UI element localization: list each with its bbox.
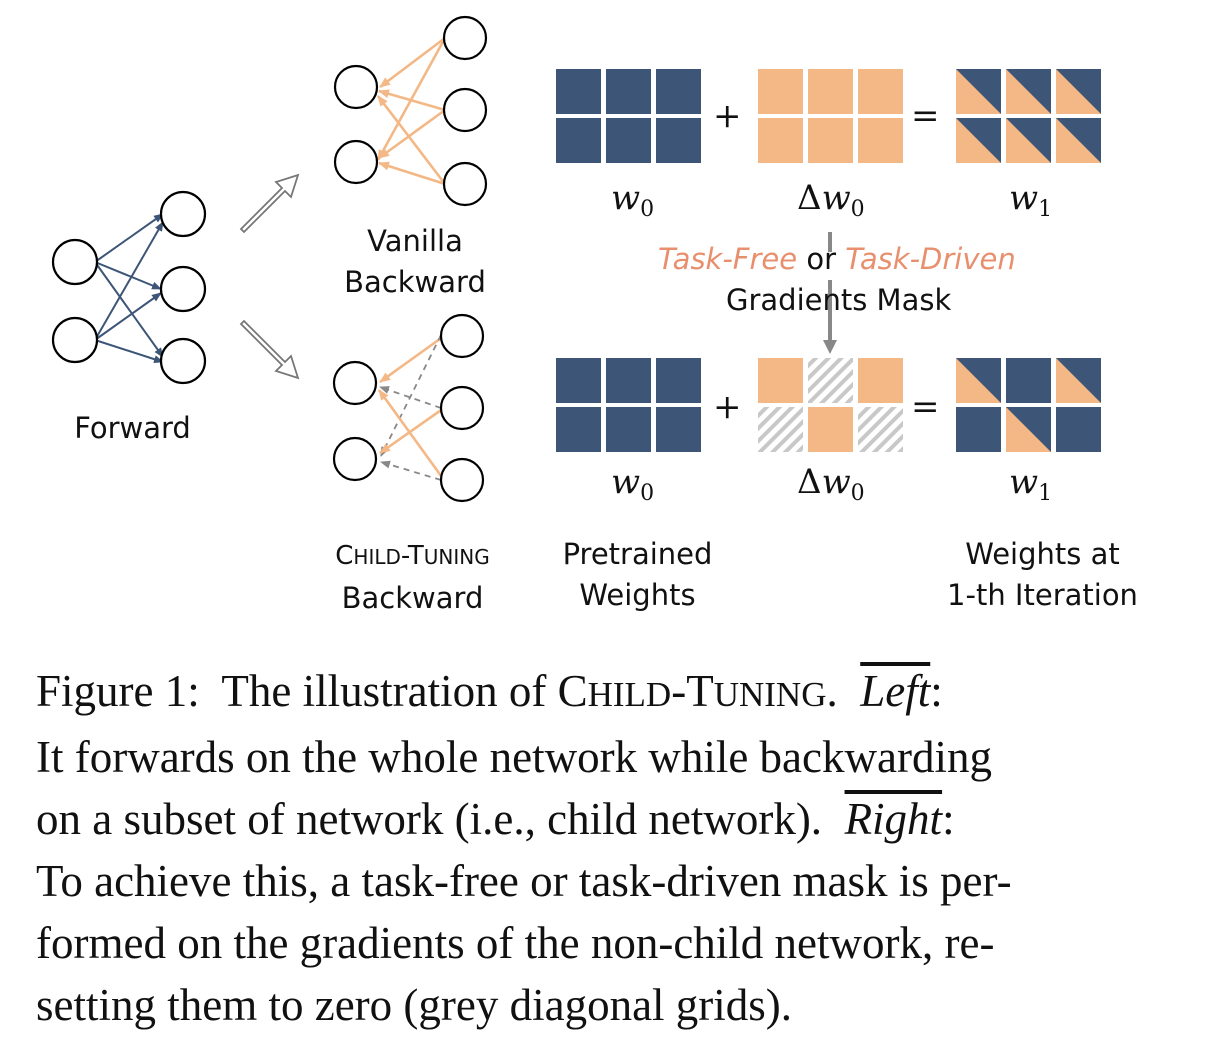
- caption-line-5: formed on the gradients of the non-child…: [36, 918, 995, 968]
- child-node: [332, 436, 378, 482]
- input-node: [51, 238, 99, 286]
- child-tuning-figure: + = + = w0 Δw0 w1 w0 Δw0 w1 Task-Free or…: [51, 15, 1138, 615]
- plus-operator-bottom: +: [713, 387, 742, 427]
- caption-line-3: on a subset of network (i.e., child netw…: [36, 794, 955, 844]
- matrix-w0-top: [556, 69, 701, 163]
- output-node: [159, 337, 207, 385]
- w0-label-bottom: w0: [611, 462, 655, 506]
- vanilla-backward-network: [333, 15, 488, 207]
- vanilla-backward-label: Vanilla Backward: [344, 224, 486, 299]
- caption-line-2: It forwards on the whole network while b…: [36, 732, 992, 782]
- forward-label: Forward: [74, 411, 191, 445]
- mask-label-line1: Task-Free or Task-Driven: [658, 242, 1016, 276]
- output-node: [159, 190, 207, 238]
- plus-operator-top: +: [713, 96, 742, 136]
- w0-label-top: w0: [611, 178, 655, 222]
- child-node: [332, 360, 378, 406]
- equals-operator-bottom: =: [911, 387, 940, 427]
- matrix-w1-top: [956, 69, 1101, 163]
- vanilla-node: [442, 87, 488, 133]
- delta-w0-label-top: Δw0: [797, 178, 865, 222]
- w1-label-top: w1: [1009, 178, 1053, 222]
- vanilla-node: [442, 15, 488, 61]
- delta-w0-label-bottom: Δw0: [797, 462, 865, 506]
- matrix-delta-w0-masked: [758, 358, 903, 452]
- caption-line-6: setting them to zero (grey diagonal grid…: [36, 980, 793, 1030]
- matrix-w0-bottom: [556, 358, 701, 452]
- pretrained-weights-label: Pretrained Weights: [562, 537, 713, 612]
- vanilla-node: [442, 161, 488, 207]
- child-node: [439, 457, 485, 503]
- child-tuning-backward-label: CHILD-TUNING Backward: [335, 541, 490, 615]
- diagram-canvas: [51, 15, 1101, 503]
- matrix-w1-bottom: [956, 358, 1101, 452]
- caption-line-4: To achieve this, a task-free or task-dri…: [36, 856, 1012, 906]
- hollow-arrow-down: [239, 319, 300, 380]
- child-node: [439, 313, 485, 359]
- matrix-delta-w0-top: [758, 69, 903, 163]
- mask-label-line2: Gradients Mask: [726, 283, 952, 317]
- vanilla-node: [333, 64, 379, 110]
- caption-line-1: Figure 1: The illustration of CHILD-TUNI…: [36, 666, 943, 716]
- hollow-arrow-up: [239, 173, 300, 234]
- weights-at-iteration-label: Weights at 1-th Iteration: [947, 537, 1138, 612]
- input-node: [51, 316, 99, 364]
- figure-caption: Figure 1: The illustration of CHILD-TUNI…: [36, 660, 1166, 1036]
- forward-network: [51, 190, 207, 385]
- child-tuning-backward-network: [332, 313, 485, 503]
- vanilla-node: [333, 139, 379, 185]
- child-node: [439, 385, 485, 431]
- gradients-mask-arrow: [823, 232, 837, 354]
- output-node: [159, 265, 207, 313]
- w1-label-bottom: w1: [1009, 462, 1053, 506]
- equals-operator-top: =: [911, 96, 940, 136]
